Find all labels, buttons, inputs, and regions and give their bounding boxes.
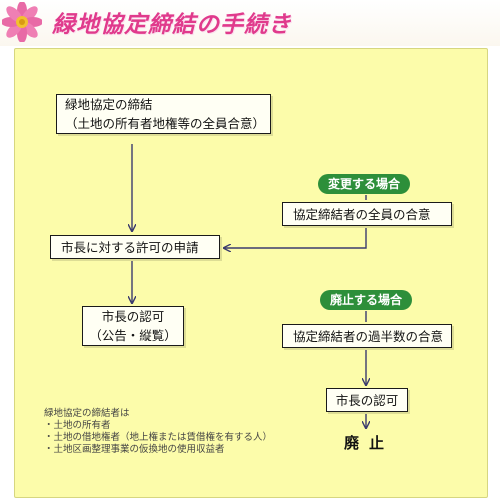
abolish-approval-label: 市長の認可 bbox=[335, 393, 399, 408]
conclusion-box: 緑地協定の締結 （土地の所有者地権等の全員合意） bbox=[56, 94, 271, 134]
application-label: 市長に対する許可の申請 bbox=[61, 240, 199, 255]
arrow-change-to-application bbox=[224, 228, 367, 248]
flower-icon bbox=[2, 2, 42, 42]
notes-heading: 緑地協定の締結者は bbox=[44, 408, 130, 419]
abolish-case-badge: 廃止する場合 bbox=[320, 290, 413, 310]
approval-title: 市長の認可 bbox=[101, 309, 165, 324]
abolish-consent-box: 協定締結者の過半数の合意 bbox=[282, 324, 452, 348]
conclusion-condition: （土地の所有者地権等の全員合意） bbox=[65, 116, 266, 131]
page-title: 緑地協定締結の手続き bbox=[52, 12, 292, 38]
notes-item: ・土地の借地権者（地上権または賃借権を有する人） bbox=[44, 432, 273, 443]
title-band: 緑地協定締結の手続き bbox=[0, 0, 500, 46]
application-box: 市長に対する許可の申請 bbox=[50, 235, 220, 259]
change-consent-label: 協定締結者の全員の合意 bbox=[293, 207, 431, 222]
change-case-badge: 変更する場合 bbox=[318, 174, 411, 194]
abolish-approval-box: 市長の認可 bbox=[326, 388, 408, 412]
approval-box: 市長の認可 （公告・縦覧） bbox=[82, 306, 184, 346]
conclusion-title: 緑地協定の締結 bbox=[65, 97, 153, 112]
approval-note: （公告・縦覧） bbox=[89, 328, 177, 343]
change-consent-box: 協定締結者の全員の合意 bbox=[282, 202, 452, 226]
abolish-consent-label: 協定締結者の過半数の合意 bbox=[293, 329, 444, 344]
signatory-notes: 緑地協定の締結者は ・土地の所有者 ・土地の借地権者（地上権または賃借権を有する… bbox=[44, 408, 272, 456]
notes-item: ・土地区画整理事業の仮換地の使用収益者 bbox=[44, 444, 225, 455]
abolish-final-label: 廃止 bbox=[344, 434, 395, 452]
notes-item: ・土地の所有者 bbox=[44, 420, 111, 431]
